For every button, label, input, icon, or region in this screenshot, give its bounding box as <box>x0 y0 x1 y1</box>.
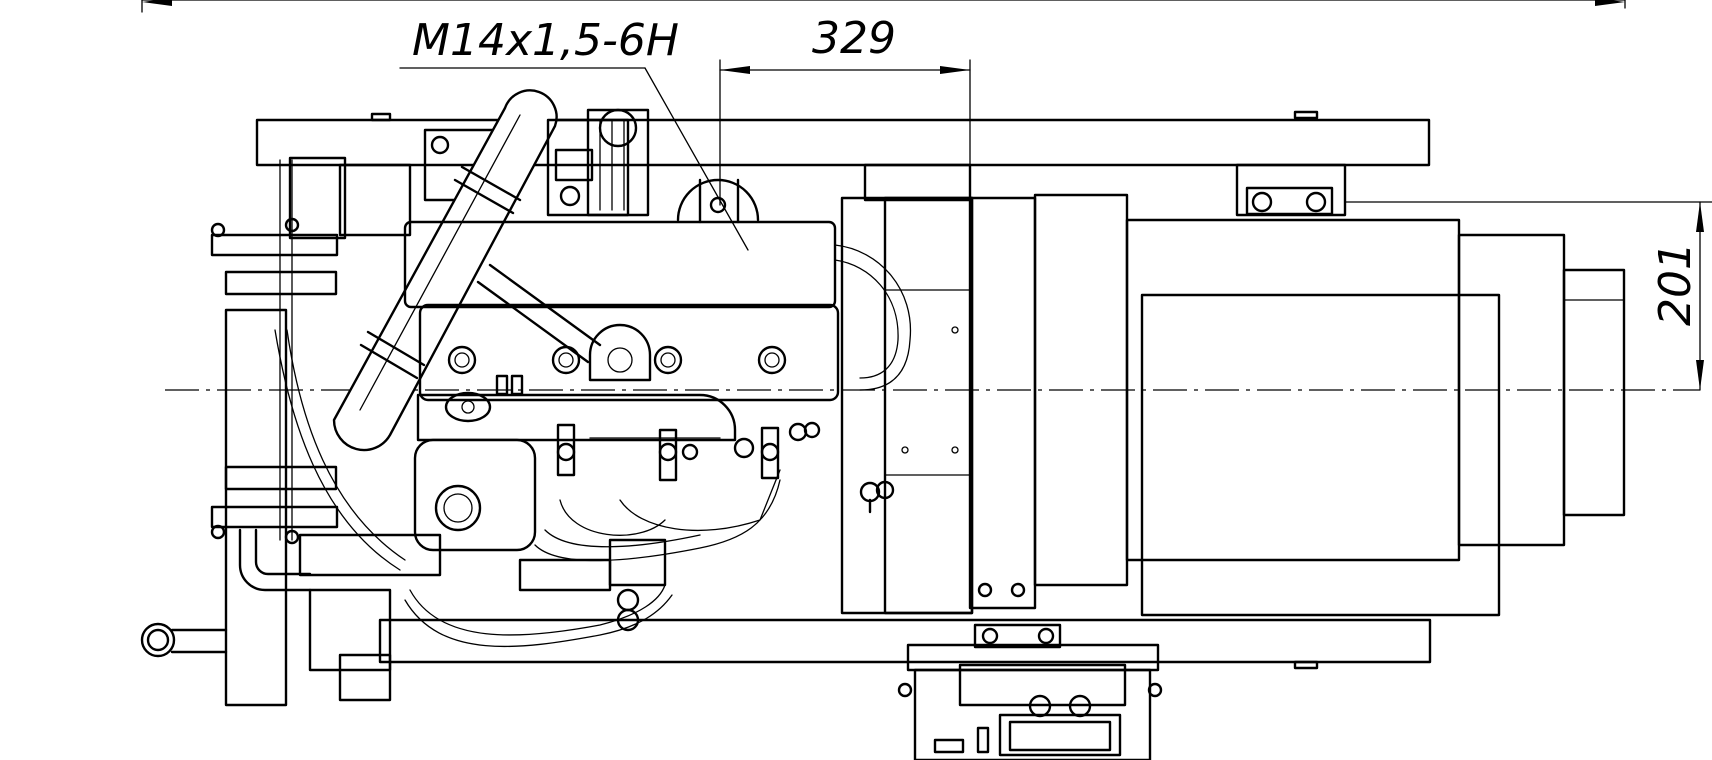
exhaust-manifold <box>416 374 737 442</box>
left-frame <box>210 159 339 707</box>
injectors <box>556 421 821 482</box>
drain-valve <box>859 481 881 514</box>
starter-motor <box>238 528 667 702</box>
engine-head <box>403 220 840 402</box>
overall-dimension-line <box>141 0 1626 13</box>
lifting-bracket <box>1235 163 1347 217</box>
control-panel <box>897 623 1163 760</box>
thread-callout-label: M14x1,5-6H <box>412 15 679 66</box>
fuel-lines <box>274 244 912 648</box>
tow-hitch <box>140 622 228 658</box>
oil-tank <box>413 438 537 552</box>
turbocharger <box>546 108 650 217</box>
flywheel-housing <box>840 163 974 615</box>
dimension-201 <box>1344 201 1712 391</box>
breather-pipe <box>476 263 602 364</box>
dimension-329-label: 329 <box>812 13 896 64</box>
thermostat-housing <box>676 178 760 224</box>
thread-callout-leader <box>399 67 749 251</box>
intercooler-pipe <box>332 89 558 452</box>
dimension-201-label: 201 <box>1650 242 1701 326</box>
dimension-329 <box>719 59 971 206</box>
frame-rails <box>255 110 1432 670</box>
generator <box>968 193 1626 617</box>
